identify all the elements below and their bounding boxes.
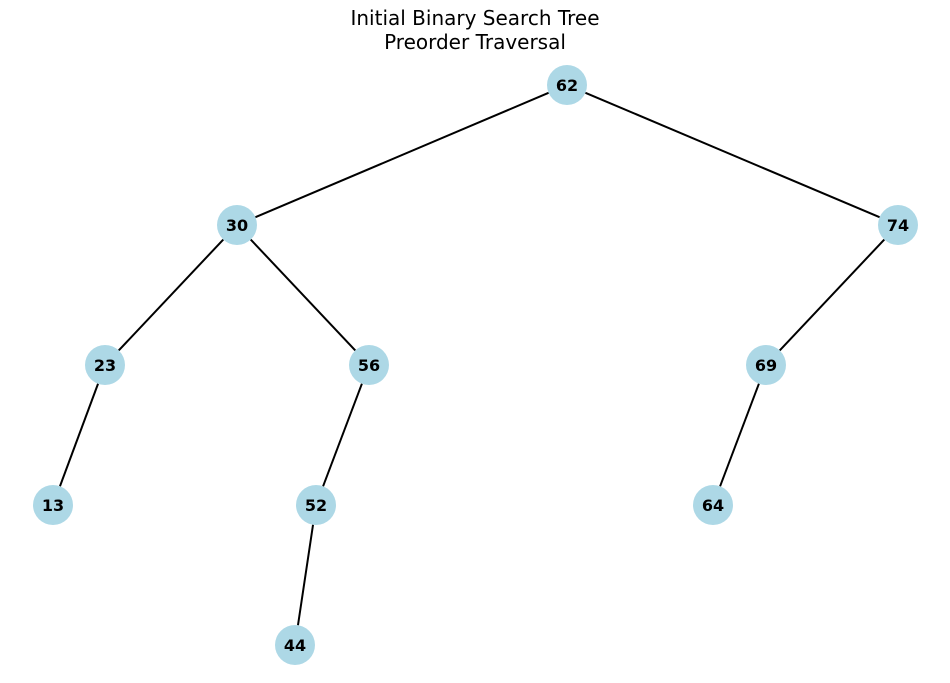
node-label: 13 xyxy=(42,496,64,515)
node-label: 64 xyxy=(702,496,724,515)
tree-node-62: 62 xyxy=(547,65,587,105)
node-label: 56 xyxy=(358,356,380,375)
node-label: 69 xyxy=(755,356,777,375)
node-circle xyxy=(746,345,786,385)
diagram-title-line-2: Preorder Traversal xyxy=(384,30,566,54)
node-circle xyxy=(693,485,733,525)
edge-56-52 xyxy=(322,383,363,487)
node-label: 74 xyxy=(887,216,909,235)
edge-30-23 xyxy=(117,238,225,352)
node-circle xyxy=(85,345,125,385)
node-label: 52 xyxy=(305,496,327,515)
tree-node-23: 23 xyxy=(85,345,125,385)
node-circle xyxy=(547,65,587,105)
node-label: 62 xyxy=(556,76,578,95)
edge-69-64 xyxy=(719,383,760,487)
node-circle xyxy=(217,205,257,245)
node-circle xyxy=(33,485,73,525)
tree-node-52: 52 xyxy=(296,485,336,525)
tree-node-64: 64 xyxy=(693,485,733,525)
edge-62-30 xyxy=(255,91,549,219)
diagram-title-line-1: Initial Binary Search Tree xyxy=(350,6,600,30)
tree-node-44: 44 xyxy=(275,625,315,665)
node-circle xyxy=(878,205,918,245)
tree-node-13: 13 xyxy=(33,485,73,525)
node-label: 23 xyxy=(94,356,116,375)
edges-layer xyxy=(59,91,886,626)
node-label: 44 xyxy=(284,636,306,655)
tree-node-30: 30 xyxy=(217,205,257,245)
node-label: 30 xyxy=(226,216,248,235)
tree-node-69: 69 xyxy=(746,345,786,385)
edge-52-44 xyxy=(296,524,315,626)
tree-node-56: 56 xyxy=(349,345,389,385)
edge-23-13 xyxy=(59,383,99,487)
node-circle xyxy=(296,485,336,525)
nodes-layer: 62 30 74 23 56 69 13 52 64 44 xyxy=(33,65,918,665)
node-circle xyxy=(275,625,315,665)
edge-62-74 xyxy=(585,91,880,219)
edge-74-69 xyxy=(778,238,886,352)
node-circle xyxy=(349,345,389,385)
tree-node-74: 74 xyxy=(878,205,918,245)
edge-30-56 xyxy=(249,238,357,352)
